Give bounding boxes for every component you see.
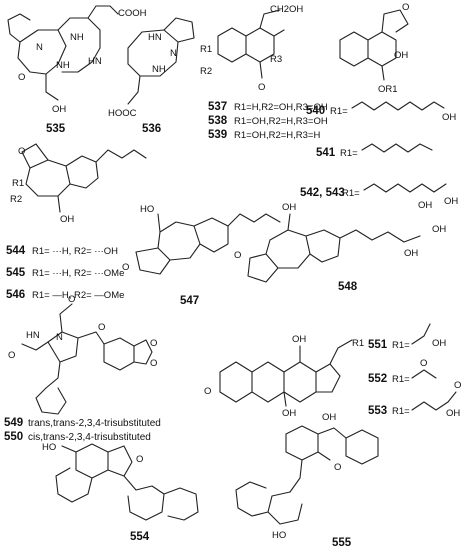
oh-label-551b: OH [282, 408, 296, 419]
hn-label-536: HN [148, 32, 162, 43]
compound-label-553: 553 [368, 405, 387, 417]
n-label-549: N [56, 332, 63, 343]
r1-label-537: R1 [200, 44, 212, 55]
compound-label-540: 540 [306, 105, 325, 117]
compound-label-551: 551 [368, 339, 388, 351]
compound-label-548: 548 [338, 281, 358, 293]
cooh-label-535: COOH [118, 8, 147, 19]
structure-549-550: N O HN O O O O 549 trans,trans-2,3,4-tri… [4, 294, 161, 443]
compound-label-554: 554 [130, 531, 150, 543]
o-label-544: O [18, 146, 25, 157]
nh-label-535b: NH [56, 60, 70, 71]
oh-label-542b: OH [444, 196, 458, 207]
o-label-547: O [122, 262, 129, 273]
oh-label-548b: OH [404, 248, 418, 259]
o-label-549e: O [150, 358, 157, 369]
r1-label-551: R1 [352, 338, 364, 349]
substituents-538: R1=OH,R2=H,R3=OH [234, 116, 328, 127]
compound-label-550: 550 [4, 431, 23, 443]
structure-540-543: O OH OR1 540 R1= OH 541 R1= 542, 543 R1=… [300, 2, 458, 211]
ho-label-555: HO [272, 530, 286, 541]
substituents-542: R1= [342, 188, 360, 199]
n-label-535: N [36, 42, 43, 53]
o-label-549d: O [150, 338, 157, 349]
substituents-553: R1= [392, 406, 410, 417]
oh-label-551c: OH [432, 338, 446, 349]
substituents-541: R1= [340, 148, 358, 159]
substituents-540: R1= [330, 106, 348, 117]
compound-label-542-543: 542, 543 [300, 187, 345, 199]
substituents-539: R1=OH,R2=H,R3=H [234, 130, 320, 141]
compound-label-546: 546 [6, 289, 25, 301]
stereo-note-550: cis,trans-2,3,4-trisubstituted [28, 432, 151, 443]
o-label-555: O [334, 462, 341, 473]
ho-label-554: HO [42, 442, 56, 453]
compound-label-538: 538 [208, 115, 228, 127]
compound-label-552: 552 [368, 373, 387, 385]
hooc-label-536: HOOC [108, 108, 137, 119]
o-label-537: O [258, 82, 265, 93]
or1-label-540: OR1 [378, 84, 398, 95]
structure-555: OH HO O 555 [235, 412, 379, 549]
structure-535: COOH OH N NH NH HN O 535 [7, 5, 147, 135]
compound-label-539: 539 [208, 129, 227, 141]
compound-label-547: 547 [180, 295, 199, 307]
r2-label-544: R2 [10, 194, 22, 205]
oh-label-535: OH [52, 104, 66, 115]
compound-label-555: 555 [332, 537, 352, 549]
compound-label-545: 545 [6, 267, 26, 279]
o-label-549b: O [8, 350, 15, 361]
o-label-540-lactone: O [402, 2, 409, 13]
oh-label-540-acid: OH [442, 112, 456, 123]
structure-537-539: CH2OH R1 R2 R3 O 537 R1=H,R2=OH,R3=OH 53… [200, 4, 328, 141]
substituents-551: R1= [392, 340, 410, 351]
oh-label-544: OH [60, 214, 74, 225]
compound-label-536: 536 [142, 123, 161, 135]
nh-label-536: NH [152, 64, 166, 75]
stereo-note-549: trans,trans-2,3,4-trisubstituted [28, 418, 161, 429]
compound-label-541: 541 [316, 147, 336, 159]
compound-label-535: 535 [46, 123, 66, 135]
o-label-549c: O [98, 322, 105, 333]
structure-536: HN NH N HOOC 536 [108, 17, 195, 135]
hn-label-549: HN [26, 330, 40, 341]
ch2oh-label: CH2OH [270, 4, 303, 15]
substituents-545: R1= ···H, R2= ···OMe [32, 268, 124, 279]
o-label-535: O [18, 72, 25, 83]
r2-label-537: R2 [200, 66, 212, 77]
o-label-549a: O [68, 294, 75, 305]
oh-label-548c: OH [432, 224, 446, 235]
nh-label-535a: NH [70, 32, 84, 43]
oh-label-555a: OH [322, 412, 336, 423]
oh-label-540: OH [394, 50, 408, 61]
o-label-552: O [420, 358, 427, 369]
compound-label-549: 549 [4, 417, 23, 429]
structure-554: HO O 554 [42, 442, 199, 543]
structure-548: OH O OH OH 548 [234, 202, 446, 293]
r1-label-544: R1 [12, 178, 24, 189]
substituents-537: R1=H,R2=OH,R3=OH [234, 102, 328, 113]
compound-label-544: 544 [6, 245, 26, 257]
o-label-548: O [234, 250, 241, 261]
n-label-536: N [170, 48, 177, 59]
o-label-551: O [204, 386, 211, 397]
oh-label-553: OH [446, 408, 460, 419]
substituents-544: R1= ···H, R2= ···OH [32, 246, 118, 257]
structure-551-553: OH R1 O OH 551 R1= OH 552 R1= O 553 R1= … [204, 323, 461, 419]
ho-label-547: HO [140, 204, 154, 215]
compound-label-537: 537 [208, 101, 227, 113]
substituents-546: R1= —H, R2= —OMe [32, 290, 124, 301]
structure-547: HO O 547 [122, 204, 281, 307]
o-label-554: O [136, 454, 143, 465]
structure-544-546: R1 R2 O OH 544 R1= ···H, R2= ···OH 545 R… [6, 143, 147, 301]
substituents-552: R1= [392, 374, 410, 385]
hn-label-535: HN [88, 56, 102, 67]
oh-label-551a: OH [292, 334, 306, 345]
r3-label-537: R3 [270, 54, 282, 65]
oh-label-548a: OH [282, 202, 296, 213]
o-label-553: O [454, 380, 461, 391]
oh-label-542a: OH [418, 200, 432, 211]
